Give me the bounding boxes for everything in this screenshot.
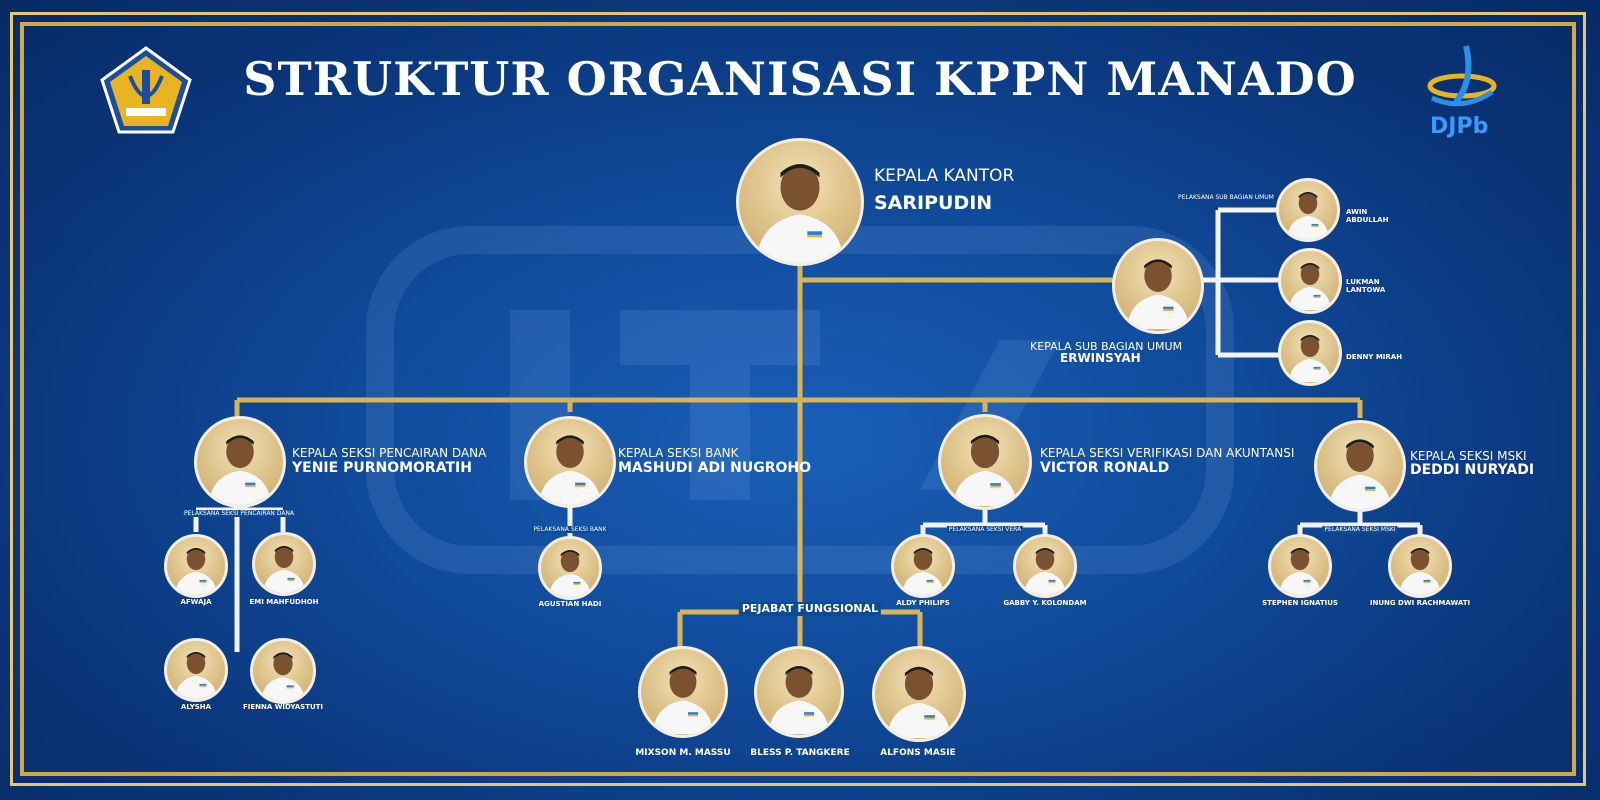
inner-frame [20, 22, 1576, 776]
staff-photo [164, 534, 228, 598]
section-name: DEDDI NURYADI [1410, 462, 1535, 478]
fungsional-photo [638, 646, 728, 738]
staff-photo [1388, 534, 1452, 598]
section-staff-label: PELAKSANA SEKSI PENCAIRAN DANA [181, 510, 297, 517]
umum-staff-name: AWIN ABDULLAH [1346, 208, 1389, 224]
umum-staff-label: PELAKSANA SUB BAGIAN UMUM [1178, 194, 1274, 201]
fungsional-name: ALFONS MASIE [880, 748, 956, 758]
section-head-photo [1314, 420, 1406, 512]
person-silhouette-icon [887, 666, 951, 738]
djpb-logo-text: DJPb [1430, 114, 1489, 139]
outer-frame [10, 12, 1586, 786]
head-role: KEPALA KANTOR [874, 166, 1015, 186]
person-silhouette-icon [539, 435, 601, 505]
staff-photo [252, 532, 316, 596]
umum-role: KEPALA SUB BAGIAN UMUM [1030, 340, 1183, 353]
person-silhouette-icon [1399, 548, 1441, 595]
staff-photo [164, 638, 228, 702]
person-silhouette-icon [756, 164, 844, 263]
staff-name: INUNG DWI RACHMAWATI [1369, 599, 1471, 607]
staff-name: EMI MAHFUDHOH [249, 598, 319, 606]
section-head-photo [194, 416, 286, 508]
staff-photo [538, 536, 602, 600]
person-silhouette-icon [263, 546, 305, 593]
staff-photo [1013, 534, 1077, 598]
person-silhouette-icon [209, 435, 271, 505]
person-silhouette-icon [549, 550, 591, 597]
person-silhouette-icon [1289, 335, 1331, 382]
umum-staff-photo [1278, 320, 1342, 386]
section-name: VICTOR RONALD [1040, 460, 1170, 476]
section-role: KEPALA SEKSI BANK [618, 446, 739, 460]
fungsional-name: MIXSON M. MASSU [635, 748, 731, 758]
person-silhouette-icon [768, 665, 830, 734]
person-silhouette-icon [175, 548, 217, 595]
person-silhouette-icon [902, 548, 944, 595]
umum-staff-name: DENNY MIRAH [1346, 353, 1403, 361]
djpb-logo [1427, 45, 1497, 107]
staff-name: ALDY PHILIPS [896, 599, 950, 607]
fungsional-label: PEJABAT FUNGSIONAL [738, 602, 882, 616]
fungsional-photo [754, 646, 844, 738]
staff-name: STEPHEN IGNATIUS [1262, 599, 1338, 607]
section-head-photo [938, 414, 1032, 510]
staff-name: AGUSTIAN HADI [538, 600, 602, 608]
staff-photo [1268, 534, 1332, 598]
fungsional-photo [872, 646, 966, 742]
person-silhouette-icon [1279, 548, 1321, 595]
umum-staff-photo [1278, 248, 1342, 314]
person-silhouette-icon [1287, 192, 1329, 239]
staff-name: GABBY Y. KOLONDAM [1003, 599, 1087, 607]
person-silhouette-icon [1127, 259, 1189, 329]
page-title: STRUKTUR ORGANISASI KPPN MANADO [243, 52, 1357, 106]
umum-staff-photo [1276, 178, 1340, 242]
person-silhouette-icon [175, 652, 217, 699]
section-name: MASHUDI ADI NUGROHO [618, 460, 812, 476]
person-silhouette-icon [1024, 548, 1066, 595]
section-role: KEPALA SEKSI VERIFIKASI DAN AKUNTANSI [1040, 446, 1295, 460]
staff-photo [250, 638, 316, 704]
section-head-photo [524, 416, 616, 508]
fungsional-name: BLESS P. TANGKERE [750, 748, 850, 758]
staff-name: FIENNA WIDYASTUTI [242, 703, 324, 711]
head-photo [736, 138, 864, 266]
staff-name: ALYSHA [180, 703, 212, 711]
person-silhouette-icon [1289, 263, 1331, 310]
umum-head-photo [1112, 238, 1204, 334]
person-silhouette-icon [953, 434, 1017, 506]
staff-name: AFWAJA [180, 598, 212, 606]
person-silhouette-icon [1329, 439, 1391, 509]
section-staff-label: PELAKSANA SEKSI BANK [531, 526, 609, 533]
section-name: YENIE PURNOMORATIH [292, 460, 472, 476]
section-staff-label: PELAKSANA SEKSI MSKI [1322, 526, 1398, 533]
staff-photo [891, 534, 955, 598]
section-role: KEPALA SEKSI MSKI [1410, 449, 1527, 463]
section-role: KEPALA SEKSI PENCAIRAN DANA [292, 446, 487, 460]
head-name: SARIPUDIN [874, 192, 993, 214]
umum-name: ERWINSYAH [1060, 351, 1141, 365]
person-silhouette-icon [652, 665, 714, 734]
umum-staff-name: LUKMAN LANTOWA [1346, 278, 1386, 294]
person-silhouette-icon [261, 652, 305, 701]
section-staff-label: PELAKSANA SEKSI VERA [946, 526, 1024, 533]
kemenkeu-logo [100, 46, 192, 134]
